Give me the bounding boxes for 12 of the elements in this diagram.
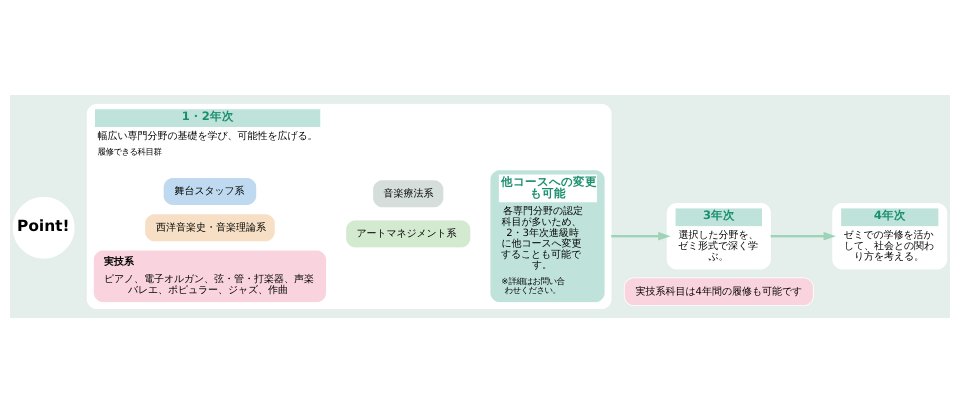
node-box: アートマネジメント系 [345, 220, 472, 248]
node-box: 音楽療法系 [372, 180, 444, 208]
arrow [770, 232, 836, 241]
node-box: 西洋音楽史・音楽理論系 [144, 213, 276, 242]
arrow [611, 232, 671, 241]
node-box: 他コースへの変更も可能 各専門分野の認定科目が多いため、2・3年次進級時に他コースへ変更することも可能です。 ※詳細はお問い合わせください。 [490, 169, 606, 303]
node-box: 舞台スタッフ系 [162, 177, 257, 206]
node-box: 実技系科目は4年間の履修も可能です [624, 278, 814, 306]
node-box: 4年次 ゼミでの学修を活かして、社会との関わり方を考える。 [832, 203, 948, 270]
node-box: 実技系 ピアノ、電子オルガン、弦・管・打楽器、声楽バレエ、ポピュラー、ジャズ、作曲 [93, 250, 327, 303]
node-circle: Point! [12, 196, 74, 259]
node-box: 3年次 選択した分野を、ゼミ形式で深く学ぶ。 [666, 203, 771, 270]
